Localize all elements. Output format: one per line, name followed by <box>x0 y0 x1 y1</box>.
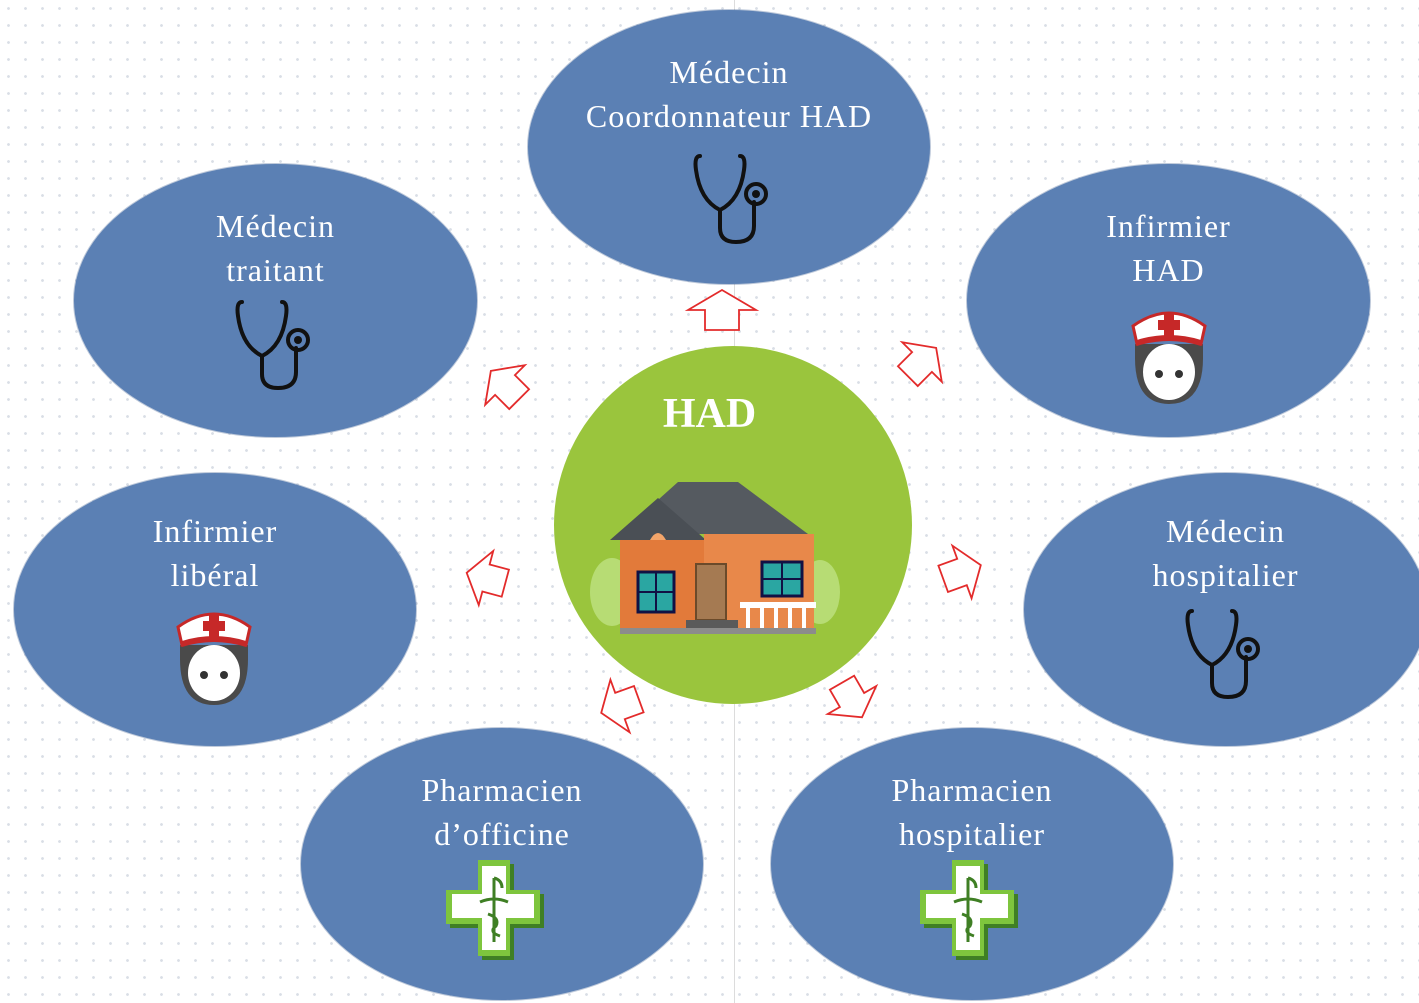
node-medecin-coordonnateur: Médecin Coordonnateur HAD <box>528 10 930 284</box>
stethoscope-icon <box>1185 609 1260 700</box>
node-label-line: hospitalier <box>1152 557 1299 593</box>
node-label-line: Pharmacien <box>421 772 583 808</box>
node-label-line: Médecin <box>216 208 335 244</box>
node-medecin-traitant: Médecin traitant <box>74 164 477 437</box>
pharmacy-cross-icon <box>446 860 544 960</box>
node-label-line: HAD <box>1132 252 1205 288</box>
node-pharmacien-hospitalier: Pharmacien hospitalier <box>771 728 1173 1000</box>
nurse-icon <box>176 612 252 705</box>
node-label-line: traitant <box>226 252 325 288</box>
house-icon <box>590 482 840 634</box>
arrow-down-right-icon <box>824 674 879 719</box>
node-medecin-hospitalier: Médecin hospitalier <box>1024 473 1419 746</box>
node-infirmier-had: Infirmier HAD <box>967 164 1370 437</box>
node-label-line: Infirmier <box>1106 208 1231 244</box>
arrow-up-left-icon <box>483 363 531 411</box>
node-label-line: Coordonnateur HAD <box>585 98 873 134</box>
stethoscope-icon <box>693 154 768 245</box>
node-label-line: hospitalier <box>898 816 1046 852</box>
arrow-left-icon <box>465 548 511 608</box>
arrow-up-right-icon <box>896 340 944 388</box>
arrow-up-icon <box>684 288 760 331</box>
stethoscope-icon <box>235 300 310 391</box>
node-pharmacien-officine: Pharmacien d’officine <box>301 728 703 1000</box>
node-label-line: libéral <box>170 557 260 593</box>
node-label-line: d’officine <box>434 816 570 852</box>
node-label-line: Pharmacien <box>891 772 1053 808</box>
node-label-line: Infirmier <box>152 513 278 549</box>
center-title: HAD <box>662 391 757 437</box>
arrow-right-icon <box>937 543 982 602</box>
node-label-line: Médecin <box>1166 513 1285 549</box>
nurse-icon <box>1131 311 1207 404</box>
node-label-line: Médecin <box>669 54 789 90</box>
arrow-down-left-icon <box>600 676 645 735</box>
node-infirmier-liberal: Infirmier libéral <box>14 473 416 746</box>
pharmacy-cross-icon <box>920 860 1018 960</box>
